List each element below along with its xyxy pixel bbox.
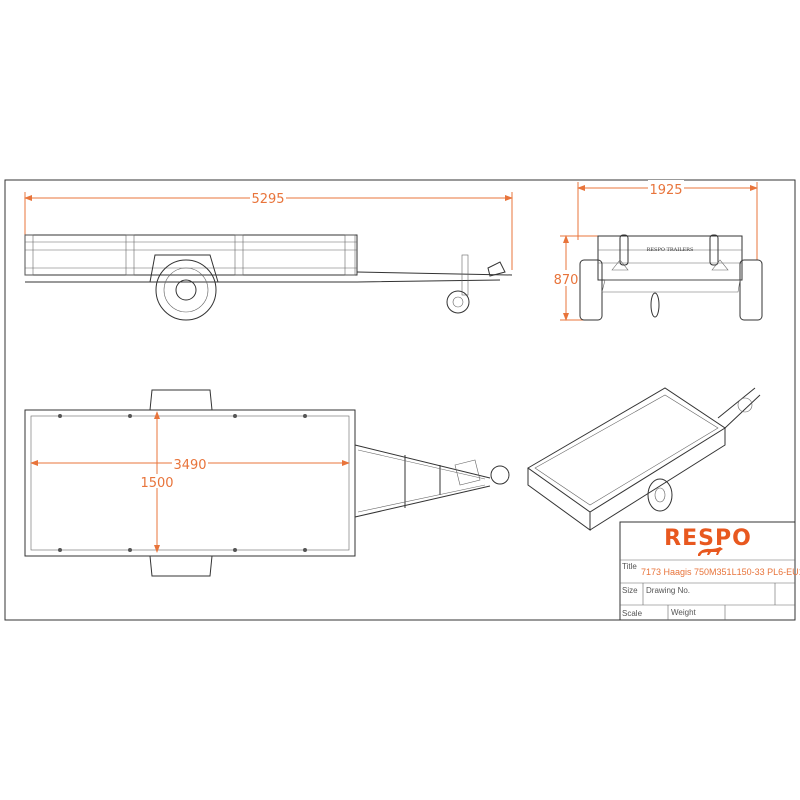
scale-label: Scale: [622, 609, 643, 618]
top-view: 3490 1500: [24, 389, 510, 577]
side-length-label: 5295: [251, 192, 284, 207]
respo-logo: RESPO: [664, 526, 752, 551]
top-width-label: 1500: [140, 476, 173, 491]
drawing-frame: [4, 179, 796, 621]
side-view: 5295: [24, 190, 513, 321]
isometric-view: [527, 387, 761, 531]
front-view: 1925 870 RESPO TRAILERS: [552, 180, 763, 321]
top-length-label: 3490: [173, 458, 206, 473]
title-label: Title: [622, 562, 637, 571]
size-label: Size: [622, 586, 638, 595]
title-block: RESPO Title 7173 Haagis 750M351L150-33 P…: [619, 521, 800, 621]
front-panel-text: RESPO TRAILERS: [647, 247, 694, 253]
title-value: 7173 Haagis 750M351L150-33 PL6-EU1-: [641, 567, 800, 577]
drawing-no-label: Drawing No.: [646, 586, 690, 595]
bull-logo-icon: [698, 547, 723, 556]
weight-label: Weight: [671, 608, 697, 617]
front-height-label: 870: [554, 273, 579, 288]
front-width-label: 1925: [649, 183, 682, 198]
